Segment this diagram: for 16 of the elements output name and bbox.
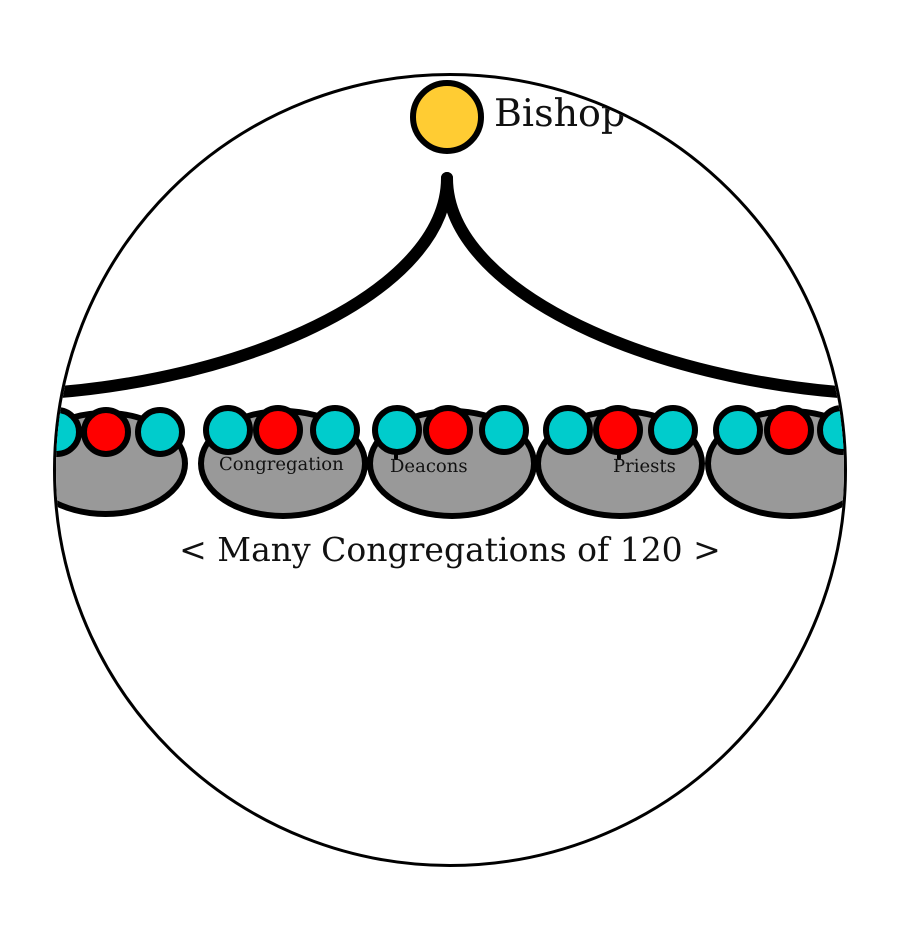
caption-text: < Many Congregations of 120 > [179,530,721,569]
deacon-circle [479,404,529,454]
congregation-ellipse: Congregation [198,408,368,518]
deacon-circle [648,404,698,454]
deacon-circle [372,404,422,454]
member-label: Deacons [390,456,468,476]
priest-circle [764,404,814,454]
node-caption: Bishop [494,91,626,135]
deacon-circle [135,406,185,456]
deacon-circle [310,404,360,454]
deacon-circle [203,404,253,454]
priest-circle [253,404,303,454]
deacon-circle [543,404,593,454]
priest-circle [423,404,473,454]
member-label: Priests [613,456,676,476]
deacon-circle [713,404,763,454]
